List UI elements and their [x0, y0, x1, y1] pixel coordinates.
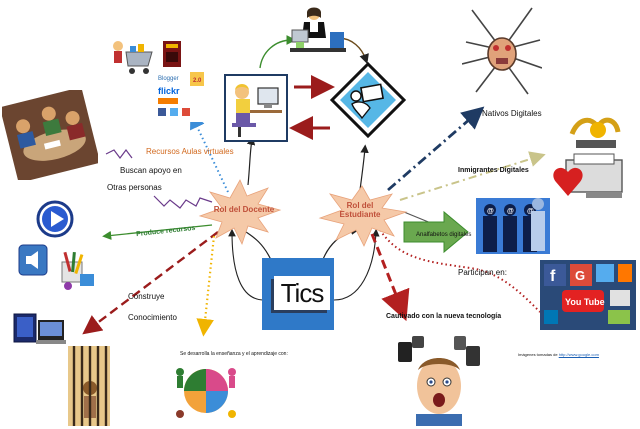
person-silhouette-icon [531, 198, 545, 251]
docente-to-recursos-dotted [190, 112, 229, 193]
buscan-label-line2: Otras personas [107, 183, 162, 192]
estudiante-label: Rol del Estudiante [339, 201, 381, 219]
social-media-icon: f G You Tube [540, 260, 636, 330]
flickr-logo: flickr [158, 86, 180, 96]
desarrolla-label: Se desarrolla la enseñanza y el aprendiz… [180, 351, 288, 357]
docente-to-buscan-squiggle [153, 195, 213, 209]
student-computer-icon [329, 61, 407, 139]
svg-text:@: @ [507, 208, 514, 215]
conocimiento-label: Conocimiento [128, 313, 177, 322]
tics-right-curve [333, 228, 380, 301]
docente-to-produce-arrow [102, 224, 213, 240]
speaker-icon [18, 244, 48, 276]
web-logos-icon: Blogger 2.0 flickr [156, 70, 206, 122]
buscan-squiggle-2 [105, 149, 133, 159]
devices-icon [13, 313, 66, 344]
prisoner-bars-icon [68, 346, 110, 426]
tics-left-curve [228, 228, 265, 301]
analfabetos-green-arrow [403, 210, 469, 254]
blogger-logo: Blogger [158, 76, 179, 82]
estudiante-burst [318, 185, 408, 247]
teacher-computer-icon [224, 74, 288, 142]
shopping-cart-icon [104, 38, 156, 78]
estudiante-to-student-connector [359, 144, 369, 191]
youtube-logo: You Tube [565, 297, 605, 307]
credit-text: Imágenes tomadas de [518, 352, 559, 357]
svg-text:@: @ [527, 208, 534, 215]
credit-link[interactable]: http://www.google.com [558, 352, 599, 357]
art-tools-icon [61, 251, 94, 290]
docente-burst [198, 179, 282, 246]
construye-label: Construye [128, 292, 165, 301]
estudiante-to-inmigrantes-dashdot [399, 151, 546, 201]
cautivado-label: Cautivado con la nueva tecnología [386, 313, 502, 320]
teacher-to-woman-connector [259, 35, 297, 69]
estudiante-to-participan-dotted [379, 229, 541, 313]
docente-label: Rol del Docente [213, 205, 275, 214]
docente-to-teacher-connector [246, 136, 256, 186]
book-icon [163, 41, 181, 67]
robot-spider-icon [462, 7, 542, 95]
svg-text:f: f [550, 268, 556, 285]
estudiante-to-cautivado-dashed [370, 233, 410, 322]
surprised-man-icon [398, 336, 480, 426]
svg-text:G: G [575, 268, 585, 283]
heart-printer-icon [553, 153, 623, 198]
docente-to-desarrolla-dotted [196, 235, 216, 337]
tics-inner-box: Tics [274, 276, 330, 310]
participan-label: Participan en: [458, 268, 507, 277]
buscan-label-line1: Buscan apoyo en [120, 166, 182, 175]
credit-label: Imágenes tomadas de http://www.google.co… [518, 353, 599, 357]
woman-computer-icon [290, 7, 346, 52]
ribbon-trophy-icon [569, 117, 621, 148]
inmigrantes-label: Inmigrantes Digitales [458, 167, 529, 174]
recursos-label: Recursos Aulas virtuales [146, 147, 234, 156]
web20-logo: 2.0 [193, 78, 202, 84]
tics-label: Tics [280, 277, 325, 308]
nativos-label: Nativos Digitales [482, 109, 542, 118]
group-meeting-icon [2, 90, 98, 180]
tics-center-node: Tics [262, 258, 334, 330]
play-button-icon [36, 200, 74, 238]
analfabetos-label: Analfabetos digitales [416, 232, 472, 238]
svg-text:@: @ [487, 208, 494, 215]
puzzle-people-icon [176, 368, 236, 418]
